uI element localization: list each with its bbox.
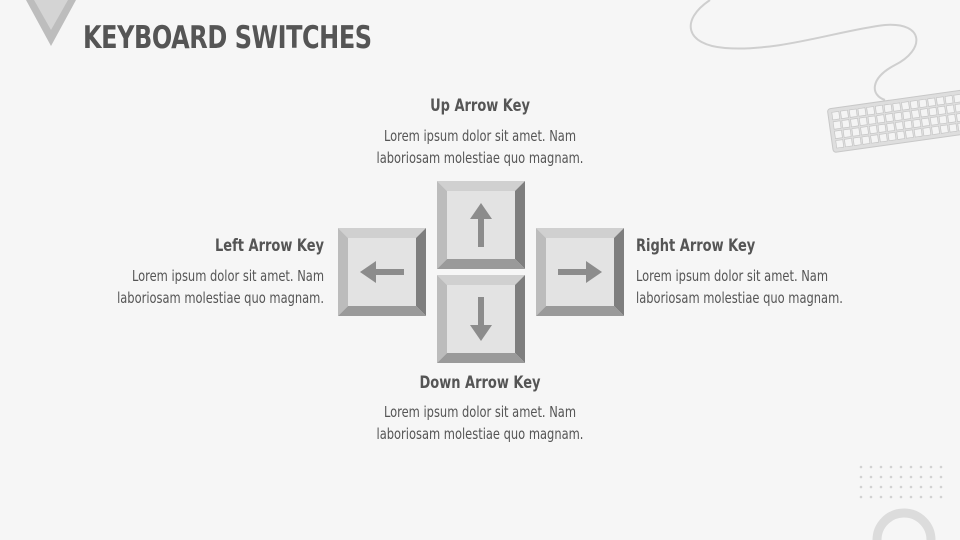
left-key-label: Left Arrow Key bbox=[215, 236, 324, 256]
triangle-down-icon bbox=[26, 0, 76, 46]
arrow-left-icon bbox=[360, 261, 404, 283]
dot-grid-decoration bbox=[859, 465, 943, 499]
arrow-up-icon bbox=[470, 203, 492, 247]
arrow-right-icon bbox=[558, 261, 602, 283]
left-arrow-key bbox=[338, 228, 426, 316]
right-arrow-key bbox=[536, 228, 624, 316]
up-key-label: Up Arrow Key bbox=[430, 96, 530, 116]
ring-decoration bbox=[872, 508, 936, 540]
page-title: KEYBOARD SWITCHES bbox=[83, 20, 372, 56]
right-key-label: Right Arrow Key bbox=[636, 236, 756, 256]
arrow-down-icon bbox=[470, 297, 492, 341]
up-arrow-key bbox=[437, 181, 525, 269]
down-key-label: Down Arrow Key bbox=[419, 373, 541, 393]
down-arrow-key bbox=[437, 275, 525, 363]
cable-decoration bbox=[689, 0, 918, 101]
keyboard-icon bbox=[827, 89, 960, 153]
